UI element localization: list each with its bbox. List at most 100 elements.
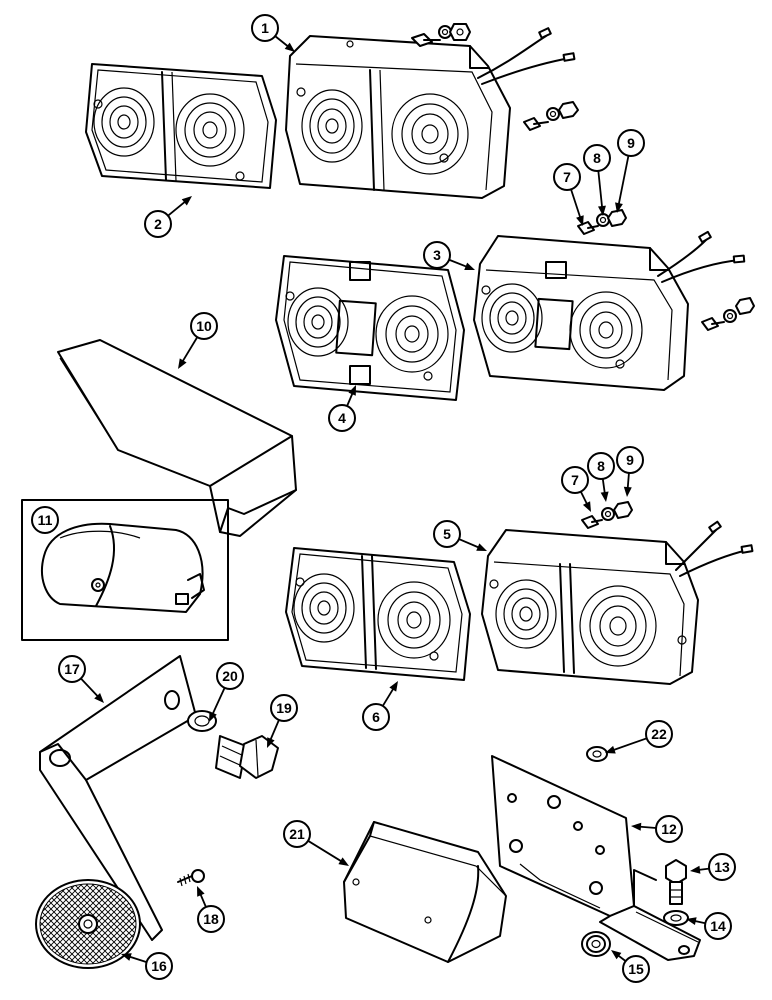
- arrowhead-icon: [597, 205, 606, 216]
- leader-line: [626, 472, 630, 490]
- callout-circle: [197, 905, 225, 933]
- callout-label: 9: [627, 135, 635, 151]
- leader-line: [307, 840, 343, 863]
- callout-label: 7: [571, 472, 579, 488]
- callout-label: 22: [651, 726, 667, 742]
- grommet-part-15: [581, 931, 611, 957]
- callout-circle: [328, 404, 356, 432]
- callout-label: 16: [151, 958, 167, 974]
- arrowhead-icon: [615, 202, 623, 213]
- callout-15: 15: [611, 950, 650, 983]
- callout-circle: [655, 815, 683, 843]
- callout-circle: [645, 720, 673, 748]
- callout-11: 11: [31, 506, 59, 534]
- callout-label: 7: [563, 169, 571, 185]
- callout-circle: [622, 955, 650, 983]
- callout-circle: [433, 520, 461, 548]
- callout-label: 17: [64, 661, 80, 677]
- arrowhead-icon: [267, 737, 275, 748]
- callout-21: 21: [283, 820, 349, 866]
- arrowhead-icon: [690, 865, 701, 874]
- leader-line: [181, 336, 199, 363]
- callout-label: 10: [196, 318, 212, 334]
- callout-label: 4: [338, 410, 346, 426]
- bracket-part-10: [57, 339, 297, 537]
- callout-17: 17: [58, 655, 104, 703]
- leader-line: [601, 478, 606, 495]
- callout-label: 18: [203, 911, 219, 927]
- callout-circle: [270, 694, 298, 722]
- bracket-part-17: [39, 655, 197, 941]
- arrowhead-icon: [338, 857, 349, 866]
- arrowhead-icon: [582, 501, 591, 512]
- callout-label: 11: [38, 512, 53, 528]
- leader-line: [167, 200, 187, 217]
- arrowhead-icon: [611, 950, 622, 960]
- callout-circle: [616, 446, 644, 474]
- callout-circle: [561, 466, 589, 494]
- callout-label: 19: [276, 700, 292, 716]
- callout-circle: [708, 853, 736, 881]
- callout-label: 12: [661, 821, 677, 837]
- lamp-assembly-part-3: [473, 230, 746, 391]
- callout-7: 7: [553, 163, 584, 226]
- arrowhead-icon: [181, 196, 192, 206]
- leader-line: [617, 155, 630, 206]
- bolt-part-19: [215, 735, 279, 779]
- leader-line: [580, 491, 589, 506]
- callout-3: 3: [423, 241, 475, 271]
- callout-8b: 8: [587, 452, 615, 502]
- callout-circle: [362, 703, 390, 731]
- hardware-top: [411, 23, 627, 235]
- callout-label: 1: [261, 20, 269, 36]
- callout-19: 19: [267, 694, 298, 748]
- callout-label: 21: [289, 826, 305, 842]
- marker-lamp-part-11: [21, 499, 229, 641]
- washer-part-22: [586, 746, 608, 762]
- callout-circle: [423, 241, 451, 269]
- leader-line: [211, 687, 226, 716]
- arrowhead-icon: [605, 745, 616, 754]
- arrowhead-icon: [464, 262, 475, 271]
- arrowhead-icon: [121, 953, 132, 961]
- callout-6: 6: [362, 681, 398, 731]
- lens-part-4: [275, 255, 465, 401]
- plate-bracket-part-12: [491, 755, 701, 961]
- callout-circle: [144, 210, 172, 238]
- arrowhead-icon: [600, 491, 609, 502]
- callout-label: 6: [372, 709, 380, 725]
- arrowhead-icon: [631, 822, 642, 831]
- cover-part-21: [343, 821, 507, 963]
- arrowhead-icon: [94, 692, 104, 703]
- callout-4: 4: [328, 385, 356, 432]
- reflector-part-16: [35, 879, 141, 969]
- callout-8: 8: [583, 144, 611, 216]
- arrowhead-icon: [576, 215, 584, 226]
- leader-line: [80, 677, 100, 698]
- callout-circle: [251, 14, 279, 42]
- bolt-part-13: [665, 859, 687, 905]
- washer-part-20: [187, 710, 217, 732]
- arrowhead-icon: [209, 711, 217, 722]
- callout-9: 9: [615, 129, 645, 213]
- leader-line: [612, 737, 648, 752]
- callout-label: 20: [222, 668, 238, 684]
- callout-20: 20: [209, 662, 244, 722]
- arrowhead-icon: [389, 681, 398, 692]
- washer-part-14: [663, 910, 689, 926]
- callout-label: 2: [154, 216, 162, 232]
- leader-line: [346, 392, 354, 407]
- leader-line: [570, 189, 582, 219]
- callout-14: 14: [686, 912, 732, 940]
- lamp-assembly-part-5: [481, 520, 754, 685]
- callout-circle: [583, 144, 611, 172]
- callout-22: 22: [605, 720, 673, 754]
- callout-label: 15: [628, 961, 644, 977]
- leader-line: [638, 825, 657, 829]
- callout-label: 8: [593, 150, 601, 166]
- callout-circle: [617, 129, 645, 157]
- callout-label: 9: [626, 452, 634, 468]
- callout-7b: 7: [561, 466, 591, 512]
- callout-circle: [58, 655, 86, 683]
- leader-line: [128, 955, 147, 963]
